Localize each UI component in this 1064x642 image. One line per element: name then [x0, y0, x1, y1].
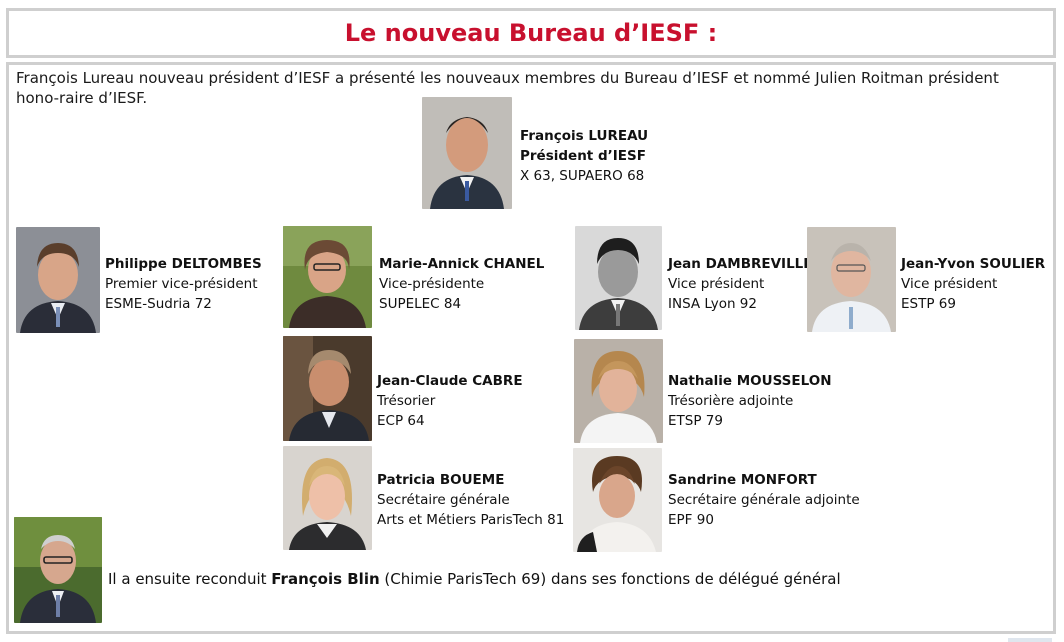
member-photo-chanel [283, 226, 372, 328]
president-info: François LUREAU Président d’IESF X 63, S… [520, 126, 648, 186]
member-photo-deltombes [16, 227, 100, 333]
member-role: Secrétaire générale [377, 492, 510, 508]
member-name: Jean DAMBREVILLE [668, 256, 813, 272]
member-role: Vice-présidente [379, 276, 485, 292]
member-name: Nathalie MOUSSELON [668, 373, 832, 389]
member-photo-mousselon [574, 339, 663, 443]
member-school: EPF 90 [668, 512, 714, 528]
closing-photo [14, 517, 102, 623]
member-school: ECP 64 [377, 413, 425, 429]
member-school: ESME-Sudria 72 [105, 296, 212, 312]
member-role: Trésorier [377, 393, 436, 409]
member-photo-dambreville [575, 226, 662, 330]
member-info-chanel: Marie-Annick CHANEL Vice-présidente SUPE… [379, 254, 544, 314]
member-role: Trésorière adjointe [668, 393, 794, 409]
content-panel [6, 62, 1056, 634]
member-role: Premier vice-président [105, 276, 258, 292]
member-school: SUPELEC 84 [379, 296, 462, 312]
president-name: François LUREAU [520, 128, 649, 144]
member-name: Jean-Yvon SOULIER [901, 256, 1046, 272]
intro-paragraph: François Lureau nouveau président d’IESF… [16, 69, 999, 107]
member-name: Sandrine MONFORT [668, 472, 817, 488]
member-school: INSA Lyon 92 [668, 296, 757, 312]
member-photo-cabre [283, 336, 372, 441]
member-role: Vice président [901, 276, 998, 292]
member-name: Philippe DELTOMBES [105, 256, 262, 272]
president-role: Président d’IESF [520, 148, 646, 164]
member-info-cabre: Jean-Claude CABRE Trésorier ECP 64 [377, 371, 523, 431]
closing-text-after: (Chimie ParisTech 69) dans ses fonctions… [379, 570, 841, 588]
member-school: ESTP 69 [901, 296, 956, 312]
closing-name: François Blin [271, 570, 380, 588]
decorative-corner [1008, 638, 1052, 642]
president-school: X 63, SUPAERO 68 [520, 168, 645, 184]
closing-text-before: Il a ensuite reconduit [108, 570, 272, 588]
member-role: Vice président [668, 276, 765, 292]
member-name: Patricia BOUEME [377, 472, 505, 488]
member-info-monfort: Sandrine MONFORT Secrétaire générale adj… [668, 470, 860, 530]
member-info-deltombes: Philippe DELTOMBES Premier vice-présiden… [105, 254, 262, 314]
member-info-boueme: Patricia BOUEME Secrétaire générale Arts… [377, 470, 564, 530]
member-info-dambreville: Jean DAMBREVILLE Vice président INSA Lyo… [668, 254, 813, 314]
member-school: ETSP 79 [668, 413, 723, 429]
member-photo-boueme [283, 446, 372, 550]
member-name: Jean-Claude CABRE [377, 373, 523, 389]
closing-sentence: Il a ensuite reconduit François Blin (Ch… [108, 570, 841, 588]
title-banner: Le nouveau Bureau d’IESF : [6, 8, 1056, 58]
page-title: Le nouveau Bureau d’IESF : [344, 19, 718, 47]
member-info-soulier: Jean-Yvon SOULIER Vice président ESTP 69 [901, 254, 1045, 314]
president-photo [422, 97, 512, 209]
member-photo-monfort [573, 448, 662, 552]
member-info-mousselon: Nathalie MOUSSELON Trésorière adjointe E… [668, 371, 832, 431]
member-school: Arts et Métiers ParisTech 81 [377, 512, 565, 528]
member-role: Secrétaire générale adjointe [668, 492, 860, 508]
member-photo-soulier [807, 227, 896, 332]
member-name: Marie-Annick CHANEL [379, 256, 545, 272]
